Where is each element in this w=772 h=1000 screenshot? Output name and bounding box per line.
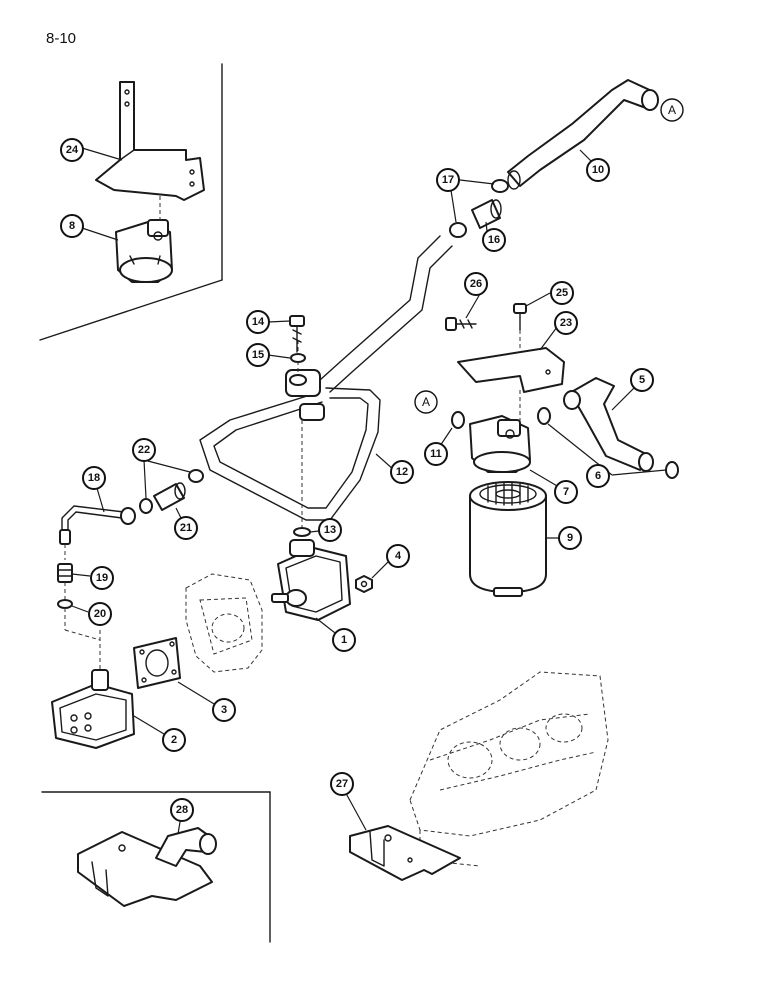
inset-frame-bottom-left xyxy=(41,791,271,943)
callout-21-label: 21 xyxy=(180,522,192,534)
engine-housing-outline xyxy=(185,573,263,673)
callout-1-label: 1 xyxy=(341,634,347,646)
callout-12: 12 xyxy=(390,460,414,484)
callout-10: 10 xyxy=(586,158,610,182)
callout-25-label: 25 xyxy=(556,287,568,299)
callout-20: 20 xyxy=(88,602,112,626)
line-18-illustration xyxy=(59,505,136,560)
callout-21: 21 xyxy=(174,516,198,540)
filter-element-9-illustration xyxy=(469,481,547,597)
callout-7-label: 7 xyxy=(563,486,569,498)
callout-1: 1 xyxy=(332,628,356,652)
tube-12-illustration xyxy=(199,235,453,540)
bolt-14-illustration xyxy=(289,315,305,353)
reference-mark-a-middle: A xyxy=(414,390,438,414)
callout-18: 18 xyxy=(82,466,106,490)
callout-23-label: 23 xyxy=(560,317,572,329)
callout-16-label: 16 xyxy=(488,234,500,246)
bolt-26-illustration xyxy=(445,317,477,331)
engine-block-outline xyxy=(409,671,609,867)
callout-25: 25 xyxy=(550,281,574,305)
callout-3: 3 xyxy=(212,698,236,722)
page-number: 8-10 xyxy=(46,30,77,47)
o-ring-13-illustration xyxy=(293,527,311,537)
callout-9: 9 xyxy=(558,526,582,550)
pump-2-illustration xyxy=(51,630,135,749)
bolt-25-illustration xyxy=(513,303,527,331)
callout-24-label: 24 xyxy=(66,144,79,156)
callout-10-label: 10 xyxy=(592,164,604,176)
filter-head-7-illustration xyxy=(469,415,531,473)
callout-18-label: 18 xyxy=(88,472,100,484)
callout-13: 13 xyxy=(318,518,342,542)
reference-mark-a-top: A xyxy=(660,98,684,122)
nut-4-illustration xyxy=(355,575,373,593)
callout-22: 22 xyxy=(132,438,156,462)
callout-27: 27 xyxy=(330,772,354,796)
callout-28: 28 xyxy=(170,798,194,822)
callout-11-label: 11 xyxy=(430,448,442,460)
callout-17: 17 xyxy=(436,168,460,192)
tube-5-illustration xyxy=(563,377,654,472)
callout-16: 16 xyxy=(482,228,506,252)
reference-mark-a-top-label: A xyxy=(668,103,676,117)
callout-6: 6 xyxy=(586,464,610,488)
callout-9-label: 9 xyxy=(567,532,573,544)
callout-19-label: 19 xyxy=(96,572,108,584)
callout-22-label: 22 xyxy=(138,444,150,456)
filter-head-8-illustration xyxy=(115,196,173,283)
callout-5: 5 xyxy=(630,368,654,392)
sleeve-16-illustration xyxy=(471,199,502,229)
callout-4: 4 xyxy=(386,544,410,568)
callout-17-label: 17 xyxy=(442,174,454,186)
pump-1-illustration xyxy=(271,539,351,621)
gasket-3-illustration xyxy=(133,637,181,689)
callout-4-label: 4 xyxy=(395,550,402,562)
callout-27-label: 27 xyxy=(336,778,348,790)
o-ring-11-illustration xyxy=(451,411,465,429)
callout-12-label: 12 xyxy=(396,466,408,478)
clamp-22-illustration xyxy=(139,469,204,514)
o-ring-20-illustration xyxy=(57,599,101,641)
callout-6-label: 6 xyxy=(595,470,601,482)
callout-2: 2 xyxy=(162,728,186,752)
inset-frame-top-left xyxy=(39,63,223,341)
bracket-28-illustration xyxy=(77,827,217,907)
fitting-19-illustration xyxy=(57,563,73,600)
reference-mark-a-middle-label: A xyxy=(422,395,430,409)
callout-3-label: 3 xyxy=(221,704,227,716)
callout-26-label: 26 xyxy=(470,278,482,290)
callout-7: 7 xyxy=(554,480,578,504)
callout-5-label: 5 xyxy=(639,374,645,386)
callout-8-label: 8 xyxy=(69,220,75,232)
callout-11: 11 xyxy=(424,442,448,466)
callout-15-label: 15 xyxy=(252,349,264,361)
bracket-23-illustration xyxy=(457,330,565,430)
sleeve-21-illustration xyxy=(153,482,186,511)
callout-15: 15 xyxy=(246,343,270,367)
callout-8: 8 xyxy=(60,214,84,238)
washer-15-illustration xyxy=(290,353,306,363)
callout-24: 24 xyxy=(60,138,84,162)
hose-10-illustration xyxy=(507,79,659,190)
callout-28-label: 28 xyxy=(176,804,188,816)
callout-26: 26 xyxy=(464,272,488,296)
callout-14-label: 14 xyxy=(252,316,265,328)
callout-19: 19 xyxy=(90,566,114,590)
callout-20-label: 20 xyxy=(94,608,106,620)
callout-13-label: 13 xyxy=(324,524,336,536)
callout-14: 14 xyxy=(246,310,270,334)
callout-23: 23 xyxy=(554,311,578,335)
bracket-27-illustration xyxy=(349,825,461,881)
clamp-17-illustration xyxy=(449,179,509,238)
callout-2-label: 2 xyxy=(171,734,177,746)
bracket-24-illustration xyxy=(95,81,205,201)
